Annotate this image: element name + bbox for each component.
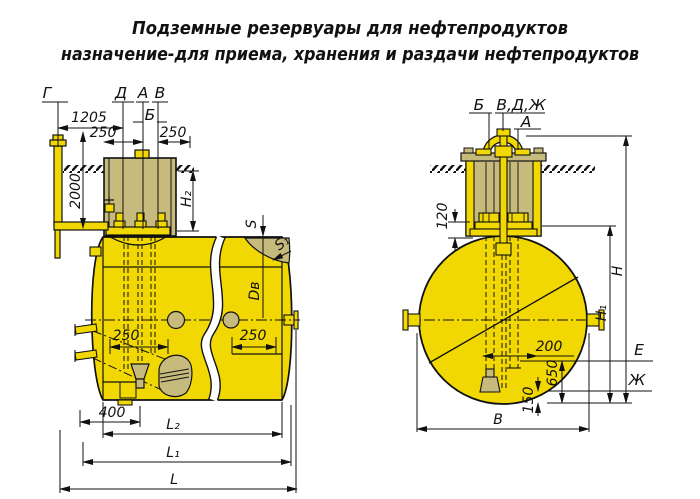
flange-bolts: [482, 213, 525, 222]
dim-s: S: [244, 219, 260, 228]
ext-label-vdzh: [495, 112, 545, 131]
dim-l: L: [170, 472, 178, 488]
left-view-texts: Г Д А В Б 1205 250 250 2000 H₂ S S₁ Dв 2…: [43, 84, 293, 488]
handhole-left: [166, 310, 186, 330]
label-b2: Б: [474, 96, 485, 114]
riser-pipe: [53, 145, 63, 225]
dim-150: 150: [521, 387, 537, 414]
riser-support-leg: [54, 229, 61, 259]
ext-label-g: [42, 101, 68, 147]
vent-horizontal-pipe: [53, 221, 109, 231]
break-line-band: [200, 235, 227, 402]
dim-120: 120: [435, 203, 451, 230]
title-line-1: Подземные резервуары для нефтепродуктов: [132, 19, 568, 39]
dim-h2: H₂: [179, 191, 195, 208]
left-side-stubs: [74, 323, 98, 362]
left-well: [103, 149, 177, 246]
suction-box: [119, 381, 137, 399]
bottom-support: [117, 399, 133, 406]
dim-650: 650: [545, 360, 561, 387]
right-view-dimensions: [416, 112, 653, 432]
dim-250r: 250: [160, 125, 187, 141]
dim-200: 200: [536, 339, 563, 355]
dim-dv: Dв: [247, 281, 263, 300]
ext-label-a: [136, 101, 149, 229]
ext-label-a2: [514, 128, 541, 150]
well-wall-right: [532, 159, 542, 237]
pipe-fitting: [494, 145, 513, 158]
small-valve: [104, 203, 115, 213]
right-view-texts: Б В,Д,Ж А 120 H H₁ 200 650 150 E Ж В: [435, 96, 647, 428]
valve-cross: [104, 197, 114, 204]
left-cap-nozzle: [89, 246, 102, 257]
dim-1205: 1205: [71, 110, 107, 126]
dim-i250r: 250: [240, 328, 267, 344]
section-funnel: [479, 376, 501, 393]
ground-hatch-right-view: [430, 165, 595, 173]
ext-label-v: [152, 101, 168, 229]
label-e: E: [634, 341, 644, 359]
section-pipes-hidden: [485, 236, 519, 388]
stub-upper: [74, 323, 98, 335]
label-zh: Ж: [628, 371, 647, 389]
dim-l2: L₂: [166, 417, 180, 433]
dim-400: 400: [99, 405, 126, 421]
ext-label-d: [112, 101, 134, 229]
label-v: В: [155, 84, 166, 102]
tank-neck-arc: [106, 234, 170, 246]
dim-i250l: 250: [113, 328, 140, 344]
sump-vanes: [159, 368, 190, 383]
well-lid-cap: [134, 149, 150, 159]
ext-label-b2: [469, 112, 492, 149]
left-view: [49, 134, 300, 406]
label-b: Б: [145, 106, 156, 124]
dim-l1: L₁: [166, 445, 179, 461]
gooseneck-vent: [475, 128, 531, 256]
dim-2000: 2000: [68, 173, 84, 209]
well-wall-left: [465, 159, 475, 237]
label-vdzh: В,Д,Ж: [496, 96, 547, 114]
section-funnel-neck: [485, 368, 495, 378]
label-a2: А: [520, 113, 532, 131]
right-khaki-details: [479, 368, 501, 393]
left-tank-shell: [89, 236, 299, 406]
dim-w: В: [493, 412, 503, 428]
right-view-lines: [405, 236, 601, 388]
label-g: Г: [43, 84, 53, 102]
internal-sump-device: [158, 354, 193, 398]
left-view-dimensions: [42, 101, 298, 493]
section-nozzles: [402, 309, 605, 331]
flange-plate: [105, 226, 171, 236]
suction-funnel-neck: [135, 378, 145, 389]
label-d: Д: [114, 84, 127, 102]
pipe-end-box: [495, 242, 512, 256]
dim-h: H: [610, 265, 626, 276]
stub-lower: [74, 349, 98, 361]
handhole-right: [222, 311, 240, 329]
title-block: Подземные резервуары для нефтепродуктов …: [61, 19, 639, 65]
dim-h1: H₁: [594, 305, 610, 321]
flange-stubs: [104, 203, 168, 228]
title-line-2: назначение-для приема, хранения и раздач…: [61, 45, 639, 65]
well-pipe-lines: [485, 162, 519, 213]
pipe-axis-lower: [92, 357, 167, 393]
right-view: [402, 128, 605, 405]
dim-s1-leader: [272, 250, 292, 261]
dim-250l: 250: [90, 125, 117, 141]
label-a: А: [137, 84, 149, 102]
